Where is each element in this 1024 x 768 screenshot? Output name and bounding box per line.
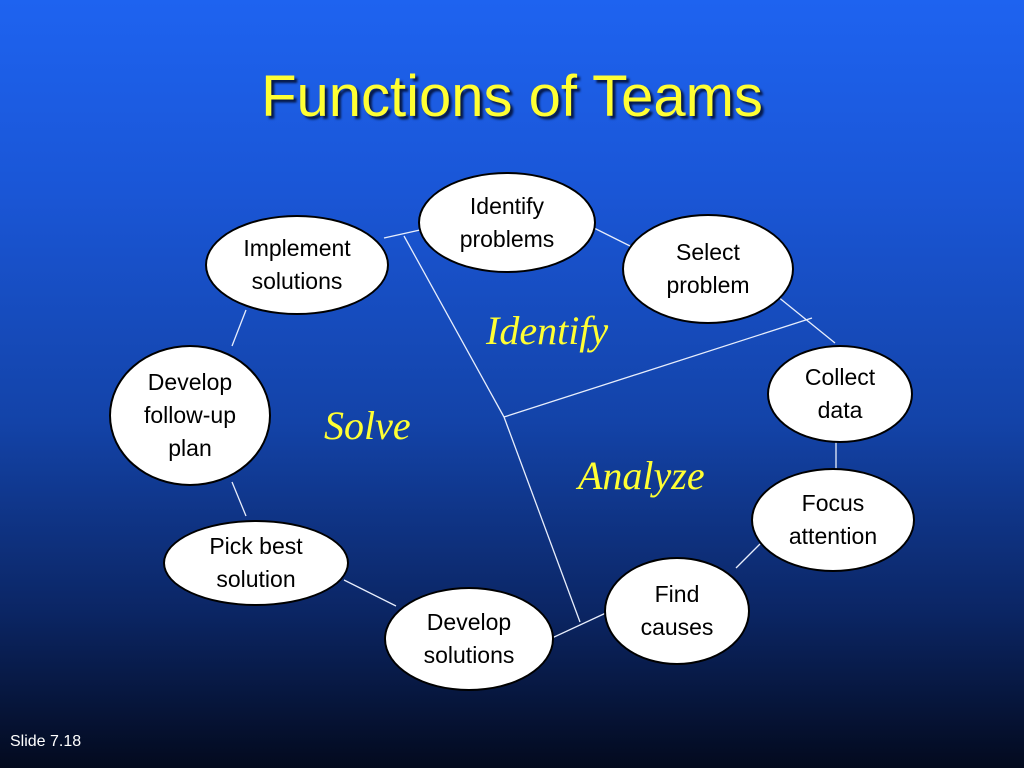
connector-implement-to-identify — [383, 229, 421, 239]
connector-follow-up-to-implement — [231, 309, 247, 347]
region-label-analyze: Analyze — [578, 453, 705, 498]
node-develop-follow-up-plan: Develop follow-up plan — [109, 345, 271, 486]
connector-pick-to-follow-up — [231, 481, 247, 517]
connector-focus-to-find — [735, 543, 761, 569]
node-pick-best-solution: Pick best solution — [163, 520, 349, 606]
divider-upper-right — [503, 317, 813, 418]
slide-number: Slide 7.18 — [10, 733, 82, 750]
node-implement-solutions: Implement solutions — [205, 215, 389, 315]
node-find-causes: Find causes — [604, 557, 750, 665]
region-label-identify: Identify — [486, 308, 609, 353]
node-identify-problems-label: Identify problems — [459, 192, 555, 252]
node-implement-solutions-label: Implement solutions — [243, 235, 351, 294]
node-select-problem-label: Select problem — [666, 239, 750, 298]
connector-develop-solutions-to-pick — [343, 579, 397, 607]
node-develop-follow-up-plan-label: Develop follow-up plan — [143, 369, 237, 461]
node-pick-best-solution-label: Pick best solution — [209, 533, 303, 592]
connector-identify-to-select — [593, 227, 633, 248]
divider-lower — [503, 416, 581, 623]
region-label-solve: Solve — [324, 403, 411, 448]
connector-select-to-collect — [771, 291, 836, 344]
node-identify-problems: Identify problems — [418, 172, 596, 273]
node-select-problem: Select problem — [622, 214, 794, 324]
node-focus-attention-label: Focus attention — [788, 490, 878, 549]
node-find-causes-label: Find causes — [640, 581, 714, 640]
connector-find-to-develop-solutions — [551, 611, 609, 639]
node-focus-attention: Focus attention — [751, 468, 915, 572]
node-develop-solutions: Develop solutions — [384, 587, 554, 691]
slide-title: Functions of Teams — [261, 64, 763, 129]
divider-upper-left — [403, 235, 505, 418]
node-collect-data: Collect data — [767, 345, 913, 443]
node-develop-solutions-label: Develop solutions — [423, 609, 515, 668]
node-collect-data-label: Collect data — [804, 364, 876, 423]
